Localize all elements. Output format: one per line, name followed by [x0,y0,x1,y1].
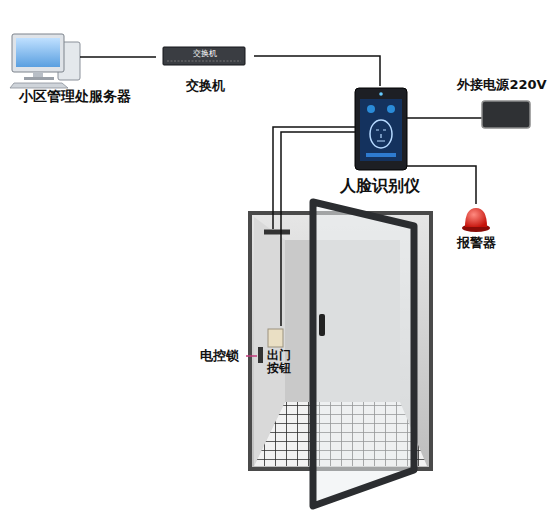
alarm-icon [462,208,490,232]
connector [148,56,156,58]
power-supply-node: 外接电源220V [450,76,554,132]
node-label: 出门 按钮 [266,349,292,375]
node-label: 人脸识别仪 [328,176,432,195]
lock-bar [264,230,290,235]
wire [328,126,355,128]
connector [432,166,476,204]
switch-ports [167,61,241,62]
wire [407,117,432,119]
leader-line [246,355,257,357]
switch-node: 交换机交换机 [156,45,254,97]
connector [281,132,328,326]
node-label: 交换机 [156,49,254,59]
face-terminal-icon [355,88,407,170]
server-icon [10,34,80,88]
alarm-node: 报警器 [446,204,506,254]
node-label: 小区管理处服务器 [2,88,148,105]
node-label: 报警器 [446,235,506,251]
exit-button-node: 出门 按钮 [262,326,296,380]
part-label: 电控锁 [200,347,239,365]
wire [80,56,148,58]
wire [450,117,482,119]
lock-body [258,347,263,363]
server-node: 小区管理处服务器 [2,30,148,108]
wire [407,165,432,167]
door-illustration [246,127,431,506]
connector [432,117,450,119]
power-supply-box [482,101,530,128]
node-label: 交换机 [156,78,254,94]
node-label: 外接电源220V [450,77,554,93]
connector [254,56,380,86]
face-recognizer-node: 人脸识别仪 [328,86,432,196]
wire [328,131,355,133]
